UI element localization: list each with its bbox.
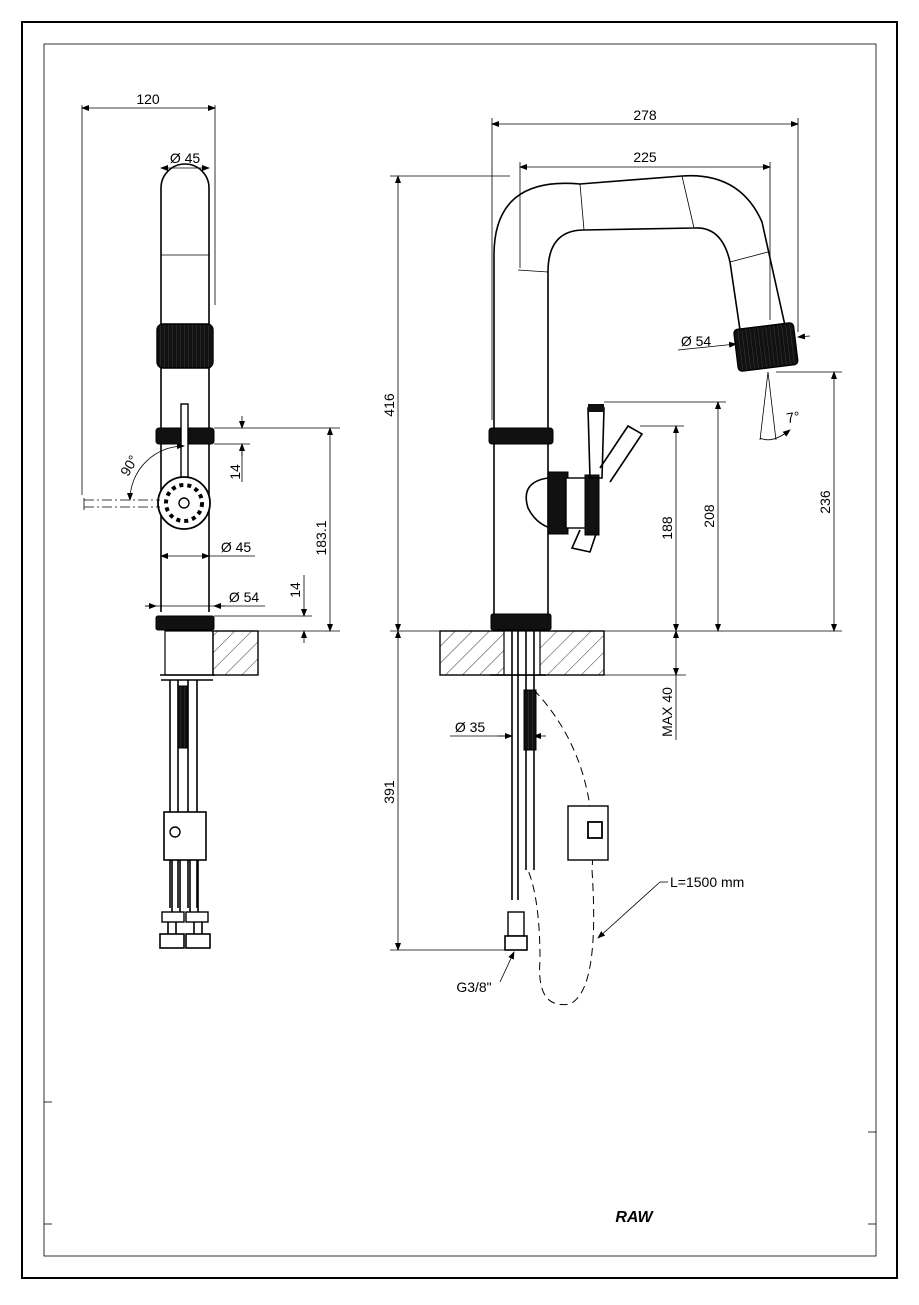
- dim-side-body-diameter: Ø 45: [221, 539, 252, 555]
- dim-lever-height-low: 188: [659, 516, 675, 540]
- dim-spout-outlet-height: 236: [817, 490, 833, 514]
- inner-frame: [43, 43, 877, 1257]
- dim-side-base-ring: 14: [287, 582, 303, 598]
- dim-below-deck-length: 391: [381, 780, 397, 804]
- outer-frame: [21, 21, 898, 1279]
- dim-spout-reach: 225: [633, 149, 657, 165]
- dim-side-handle-offset: 14: [227, 464, 243, 480]
- dim-aerator-angle: 7°: [785, 408, 801, 426]
- dim-side-spout-diameter: Ø 45: [170, 150, 201, 166]
- knurled-collar: [156, 323, 214, 369]
- dim-thread: G3/8": [456, 979, 491, 995]
- front-upper-ring: [488, 427, 554, 445]
- aerator: [733, 322, 799, 372]
- dim-side-handle-height: 183.1: [313, 520, 329, 555]
- side-view: 120 Ø 45 90° 14 Ø 45 Ø 54 14 183.1: [81, 91, 340, 949]
- dim-overall-reach: 278: [633, 107, 657, 123]
- dim-hose-length: L=1500 mm: [670, 874, 744, 890]
- dim-side-width: 120: [136, 91, 160, 107]
- side-deck: [212, 630, 259, 676]
- dim-aerator-diameter: Ø 54: [681, 333, 712, 349]
- dim-shank-diameter: Ø 35: [455, 719, 486, 735]
- front-view: 278 225 416 Ø 54 7° 188 208 236: [381, 107, 842, 1006]
- dim-max-deck-thickness: MAX 40: [659, 687, 675, 737]
- dim-total-height: 416: [381, 393, 397, 417]
- dim-lever-height-high: 208: [701, 504, 717, 528]
- dim-side-base-diameter: Ø 54: [229, 589, 260, 605]
- base-ring: [155, 615, 215, 631]
- front-base-ring: [490, 613, 552, 631]
- mounting-bracket: [163, 811, 207, 861]
- dim-side-rotation: 90°: [117, 452, 141, 478]
- brand-label: RAW: [615, 1209, 654, 1226]
